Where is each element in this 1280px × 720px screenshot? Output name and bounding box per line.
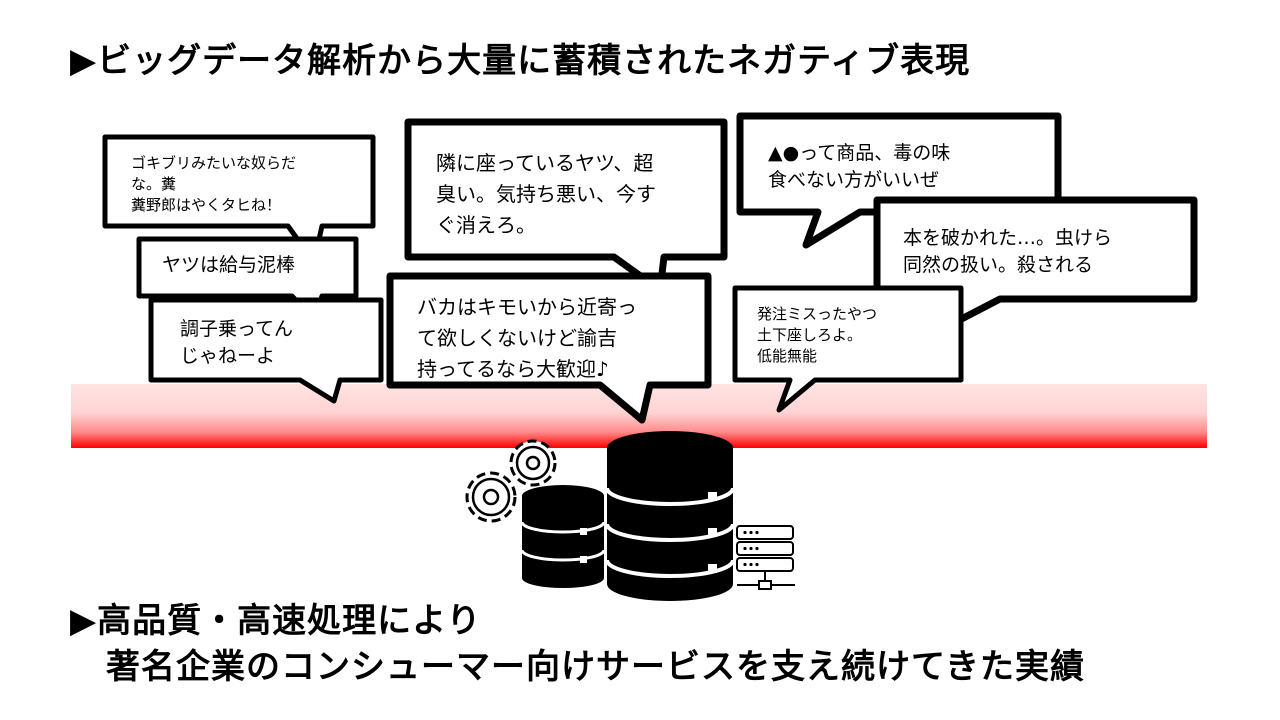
speech-bubble-5 xyxy=(386,272,712,424)
gear-icon xyxy=(509,439,557,487)
speech-bubble-8 xyxy=(732,285,964,413)
database-icon xyxy=(605,431,735,601)
bubble-1-text: ゴキブリみたいな奴らだ な。糞 糞野郎はやくタヒね！ xyxy=(131,154,297,214)
page-title: ▶ビッグデータ解析から大量に蓄積されたネガティブ表現 xyxy=(70,41,971,81)
gear-icon xyxy=(465,471,517,523)
bubble-2-text: ヤツは給与泥棒 xyxy=(162,254,296,276)
bubble-3-text: 調子乗ってん じゃねーよ xyxy=(180,318,294,367)
bottom-heading-line-1: ▶高品質・高速処理により xyxy=(70,601,482,641)
bottom-heading: ▶高品質・高速処理により 著名企業のコンシューマー向けサービスを支え続けてきた実… xyxy=(70,598,1085,690)
bubble-6-text: ▲●って商品、毒の味 食べない方がいいぜ xyxy=(768,142,951,191)
server-rack-icon xyxy=(736,525,795,590)
speech-bubble-6 xyxy=(736,112,1062,249)
bubble-8-text: 発注ミスったやつ 土下座しろよ。 低能無能 xyxy=(757,305,878,365)
database-icon xyxy=(520,485,606,588)
bubble-5-text: バカはキモいから近寄っ て欲しくないけど諭吉 持ってるなら大歓迎♪ xyxy=(417,295,637,381)
bubble-4-text: 隣に座っているヤツ、超 臭い。気持ち悪い、今す ぐ消えろ。 xyxy=(436,151,656,237)
bottom-heading-line-2: 著名企業のコンシューマー向けサービスを支え続けてきた実績 xyxy=(106,647,1085,687)
bubble-7-text: 本を破かれた…。虫けら 同然の扱い。殺される xyxy=(903,227,1113,276)
speech-bubble-3 xyxy=(148,297,384,404)
